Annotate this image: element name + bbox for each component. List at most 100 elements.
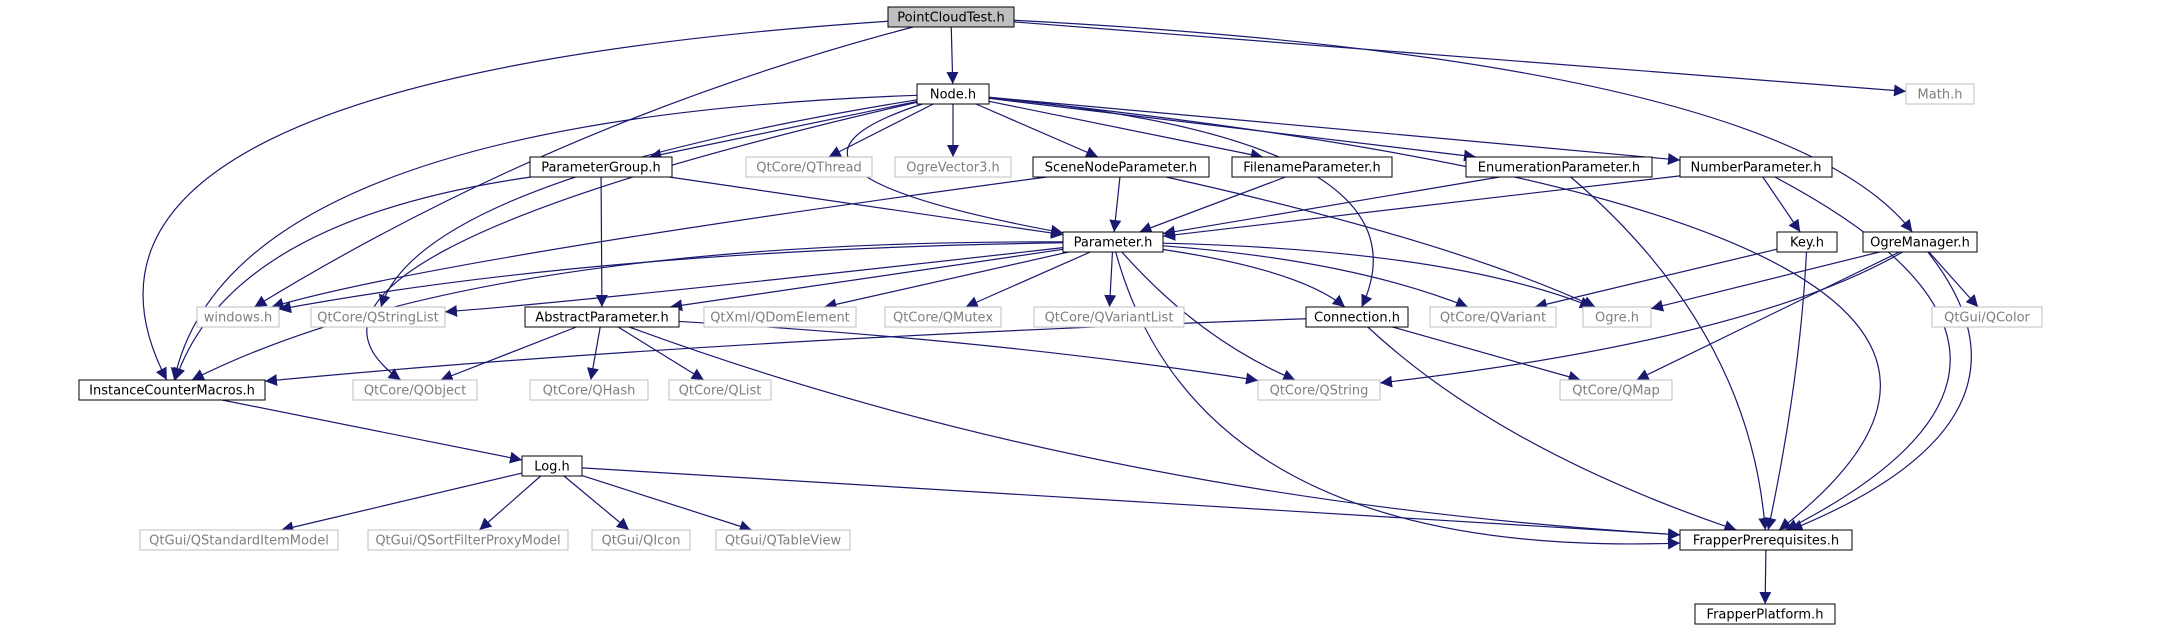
node-box (1033, 306, 1185, 328)
node-pointcloudtest[interactable]: PointCloudTest.h (887, 6, 1015, 28)
node-label: OgreManager.h (1870, 236, 1970, 251)
edge-parameter-to-qvariant (1162, 245, 1469, 309)
node-qlist: QtCore/QList (668, 379, 772, 401)
node-label: QtGui/QSortFilterProxyModel (375, 534, 560, 549)
edge-parameter-to-qstringlist (444, 247, 1064, 317)
edge-ogremanager-to-qcolor (1928, 251, 1979, 308)
edge-node-to-connection (988, 96, 1374, 308)
node-numberparameter[interactable]: NumberParameter.h (1679, 156, 1833, 178)
node-box (367, 529, 569, 551)
node-parametergroup[interactable]: ParameterGroup.h (529, 156, 673, 178)
node-key[interactable]: Key.h (1776, 231, 1838, 253)
node-scenenodeparameter[interactable]: SceneNodeParameter.h (1032, 156, 1210, 178)
node-label: Math.h (1918, 88, 1963, 103)
edge-log-to-qstandarditemmodel (281, 472, 523, 534)
edge-key-to-frapperprerequisites (1764, 251, 1808, 531)
edge-node-to-frapperprerequisites (988, 97, 1881, 531)
node-label: QtCore/QStringList (317, 311, 439, 326)
node-instancecountermacros[interactable]: InstanceCounterMacros.h (78, 379, 266, 401)
node-ogre: Ogre.h (1582, 306, 1652, 328)
node-ogremanager[interactable]: OgreManager.h (1862, 231, 1978, 253)
node-qdomelement: QtXml/QDomElement (703, 306, 857, 328)
node-enumerationparameter[interactable]: EnumerationParameter.h (1465, 156, 1653, 178)
node-label: FrapperPlatform.h (1707, 608, 1824, 623)
node-box (1305, 306, 1409, 328)
edge-node-to-qobject (366, 101, 918, 381)
node-box (1679, 529, 1853, 551)
node-frapperplatform[interactable]: FrapperPlatform.h (1694, 603, 1836, 625)
node-label: FilenameParameter.h (1243, 161, 1380, 176)
edge-parameter-to-abstractparameter (670, 248, 1064, 312)
node-label: NumberParameter.h (1690, 161, 1821, 176)
edge-numberparameter-to-frapperprerequisites (1774, 176, 1951, 531)
node-qvariant: QtCore/QVariant (1429, 306, 1557, 328)
node-box (529, 156, 673, 178)
node-label: FrapperPrerequisites.h (1693, 534, 1839, 549)
node-box (310, 306, 446, 328)
node-label: QtGui/QColor (1944, 311, 2030, 326)
edge-node-to-instancecountermacros (170, 94, 918, 381)
node-box (1694, 603, 1836, 625)
edge-ogremanager-to-qmap (1636, 251, 1900, 381)
edge-ogremanager-to-ogre (1650, 251, 1880, 312)
node-box (668, 379, 772, 401)
node-box (352, 379, 478, 401)
node-box (715, 529, 851, 551)
node-qstandarditemmodel: QtGui/QStandardItemModel (139, 529, 339, 551)
node-box (1231, 156, 1393, 178)
node-box (745, 156, 873, 178)
edge-abstractparameter-to-qobject (440, 326, 577, 382)
node-qobject: QtCore/QObject (352, 379, 478, 401)
node-label: InstanceCounterMacros.h (89, 384, 255, 399)
node-abstractparameter[interactable]: AbstractParameter.h (524, 306, 680, 328)
node-box (1032, 156, 1210, 178)
node-qcolor: QtGui/QColor (1931, 306, 2043, 328)
edge-node-to-numberparameter (988, 96, 1681, 165)
node-label: Node.h (930, 88, 976, 103)
node-qtableview: QtGui/QTableView (715, 529, 851, 551)
edge-parameter-to-qstring (1121, 251, 1296, 381)
node-log[interactable]: Log.h (521, 455, 583, 477)
node-box (1062, 231, 1164, 253)
node-box (703, 306, 857, 328)
edge-connection-to-qmap (1392, 326, 1581, 383)
edge-parameter-to-frapperprerequisites (1115, 251, 1681, 550)
node-box (1862, 231, 1978, 253)
node-box (1582, 306, 1652, 328)
node-qstringlist: QtCore/QStringList (310, 306, 446, 328)
edge-filenameparameter-to-parameter (1139, 176, 1286, 234)
node-box (916, 83, 990, 105)
node-box (1776, 231, 1838, 253)
node-label: QtCore/QString (1270, 384, 1369, 399)
edge-abstractparameter-to-frapperprerequisites (629, 326, 1681, 541)
node-qicon: QtGui/QIcon (591, 529, 691, 551)
node-box (1931, 306, 2043, 328)
node-label: QtCore/QList (679, 384, 762, 399)
edge-parametergroup-to-parameter (669, 176, 1064, 239)
node-qsortfilterproxymodel: QtGui/QSortFilterProxyModel (367, 529, 569, 551)
node-label: OgreVector3.h (906, 161, 1000, 176)
node-label: QtCore/QMap (1572, 384, 1659, 399)
node-label: QtCore/QHash (543, 384, 636, 399)
node-filenameparameter[interactable]: FilenameParameter.h (1231, 156, 1393, 178)
node-parameter[interactable]: Parameter.h (1062, 231, 1164, 253)
node-label: SceneNodeParameter.h (1045, 161, 1197, 176)
edge-node-to-enumerationparameter (988, 97, 1477, 162)
node-box (1429, 306, 1557, 328)
node-label: Connection.h (1314, 311, 1400, 326)
edge-enumerationparameter-to-frapperprerequisites (1570, 176, 1771, 531)
node-box (1559, 379, 1673, 401)
node-box (1465, 156, 1653, 178)
node-frapperprerequisites[interactable]: FrapperPrerequisites.h (1679, 529, 1853, 551)
node-box (529, 379, 649, 401)
node-node[interactable]: Node.h (916, 83, 990, 105)
node-label: Parameter.h (1074, 236, 1153, 251)
edge-connection-to-frapperprerequisites (1367, 326, 1737, 532)
node-label: QtCore/QVariant (1440, 311, 1546, 326)
edge-enumerationparameter-to-parameter (1162, 176, 1500, 238)
node-box (887, 6, 1015, 28)
edge-parameter-to-qdomelement (824, 251, 1069, 311)
edge-pointcloudtest-to-ogremanager (1013, 19, 1913, 233)
node-connection[interactable]: Connection.h (1305, 306, 1409, 328)
